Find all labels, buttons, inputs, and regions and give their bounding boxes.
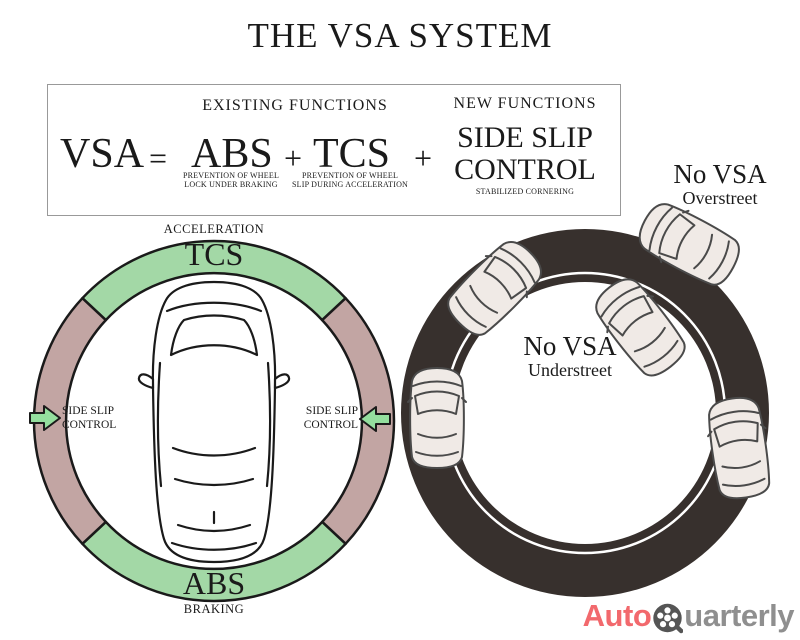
- side-slip-subtitle: STABILIZED CORNERING: [475, 187, 575, 196]
- side-slip-label-right: SIDE SLIP CONTROL: [303, 405, 358, 431]
- tcs-ring-label: TCS: [184, 236, 244, 272]
- logo-quarterly: uarterly: [684, 598, 794, 633]
- logo: Auto uarterly: [582, 598, 795, 634]
- abs-term: ABS: [191, 131, 273, 177]
- formula-box: [47, 84, 621, 216]
- car-top-view-center: [137, 280, 291, 564]
- wheel-icon: [653, 603, 684, 633]
- understeer-label: No VSA Understreet: [523, 331, 617, 380]
- equals-sign: =: [149, 140, 168, 176]
- existing-functions-header: EXISTING FUNCTIONS: [202, 97, 388, 114]
- car-icon-on-road-left: [407, 367, 467, 469]
- braking-label: BRAKING: [183, 602, 245, 616]
- abs-ring-label: ABS: [182, 565, 246, 601]
- abs-subtitle: PREVENTION OF WHEEL LOCK UNDER BRAKING: [182, 171, 280, 189]
- vsa-ring-diagram: [29, 239, 396, 603]
- side-slip-term-line1: SIDE SLIP: [457, 121, 593, 154]
- left-arrow-icon: [359, 406, 391, 432]
- right-arrow-icon: [29, 405, 61, 431]
- road-diagram: [401, 193, 776, 597]
- oversteer-label: No VSA Overstreet: [673, 159, 767, 208]
- vsa-term: VSA: [60, 131, 145, 177]
- new-functions-header: NEW FUNCTIONS: [453, 95, 597, 112]
- side-slip-term-line2: CONTROL: [454, 153, 596, 186]
- page-title: THE VSA SYSTEM: [247, 16, 553, 55]
- tcs-subtitle: PREVENTION OF WHEEL SLIP DURING ACCELERA…: [291, 171, 409, 189]
- side-slip-label-left: SIDE SLIP CONTROL: [62, 405, 117, 431]
- logo-auto: Auto: [582, 598, 652, 633]
- tcs-term: TCS: [313, 131, 391, 177]
- plus-sign-1: +: [284, 140, 303, 176]
- ring-segment-side-slip-left: [32, 296, 108, 546]
- plus-sign-2: +: [414, 140, 433, 176]
- acceleration-label: ACCELERATION: [163, 222, 265, 236]
